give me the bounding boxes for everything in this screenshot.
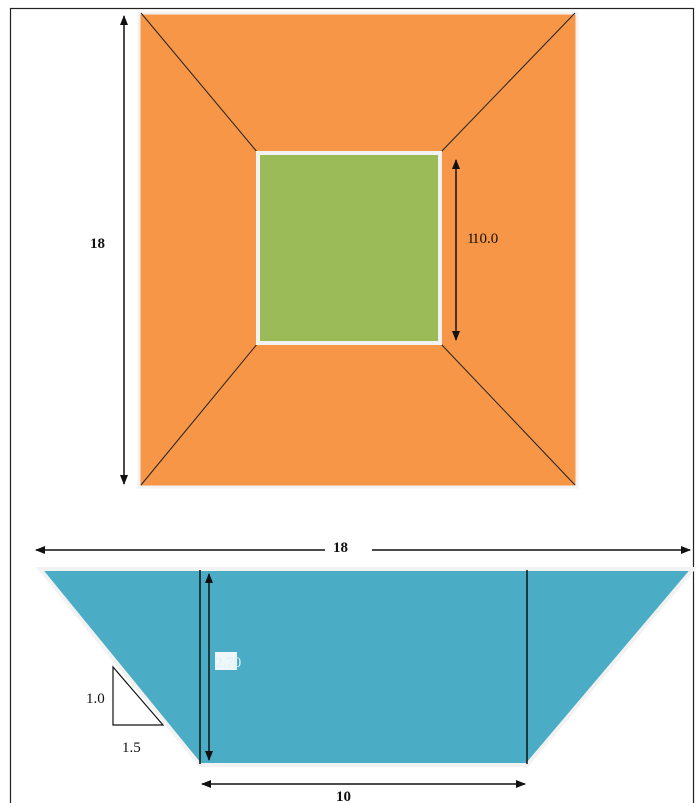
section-slope-rise-label: 1.0	[86, 691, 105, 707]
section-bottom-width-label: 10	[336, 789, 351, 803]
plan-inner-square	[256, 151, 442, 345]
plan-diagonal-bottom-left	[140, 342, 259, 486]
section-depth-label-box	[215, 652, 237, 670]
plan-inner-dimension-overlap: 1	[467, 231, 475, 247]
section-trapezoid	[35, 567, 698, 767]
section-view: 18 2.70 1.0 1.5 10	[35, 540, 698, 803]
section-slope-run-label: 1.5	[122, 740, 141, 756]
plan-view: 18 1 10.0	[90, 11, 579, 489]
plan-diagonal-top-left	[140, 12, 259, 154]
section-top-width-label: 18	[333, 540, 348, 556]
figure-frame	[9, 7, 695, 803]
plan-diagonal-top-right	[439, 12, 576, 154]
section-depth-label: 2.70	[215, 655, 241, 671]
section-slope-triangle	[112, 665, 165, 726]
plan-outer-dimension-label: 18	[90, 236, 105, 252]
plan-inner-dimension-label: 10.0	[472, 231, 498, 247]
plan-diagonal-bottom-right	[439, 342, 576, 486]
